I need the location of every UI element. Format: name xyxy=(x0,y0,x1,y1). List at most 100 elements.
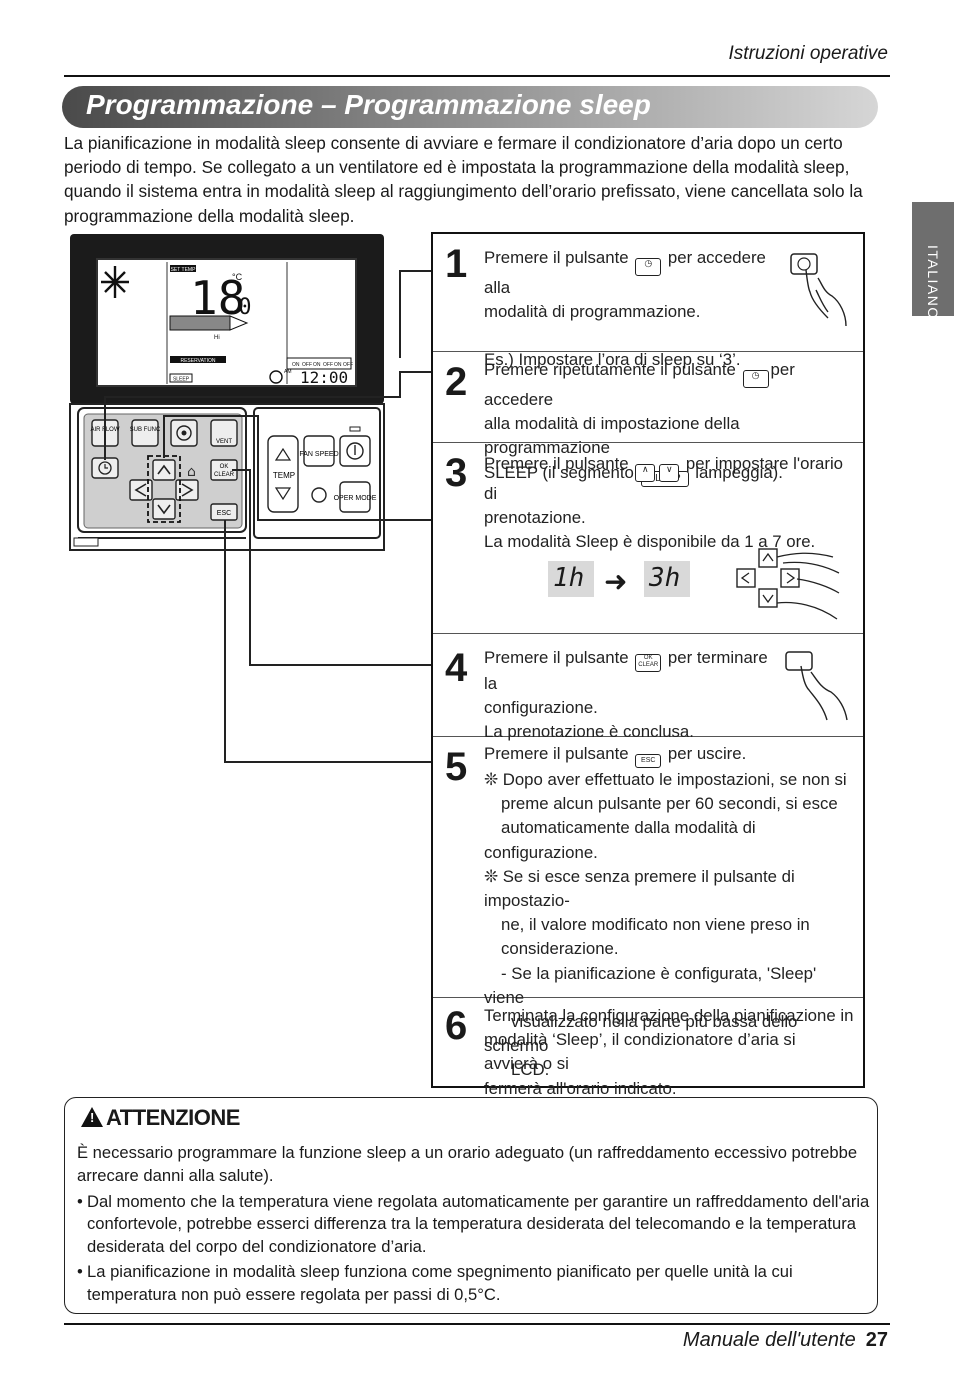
connector-step1 xyxy=(399,270,432,358)
step-line: modalità di programmazione. xyxy=(484,302,701,322)
steps-panel: 1 Premere il pulsante ◷ per accedere all… xyxy=(431,232,865,1098)
cooling-mode-icon xyxy=(101,266,129,298)
step-line: per uscire. xyxy=(667,744,747,763)
step-line: fermerà all'orario indicato. xyxy=(484,1078,677,1098)
step-line: visualizzato nella parte più bassa dello… xyxy=(484,1012,798,1056)
power-icon xyxy=(346,442,364,460)
hand-press-ok-icon xyxy=(785,651,848,721)
temp-up-icon xyxy=(274,447,292,461)
hand-press-icon xyxy=(790,253,847,327)
ok-label: OK xyxy=(220,464,229,470)
step-number: 2 xyxy=(445,360,468,404)
lcd-clock: 12:00 xyxy=(300,368,348,387)
chevron-up-icon xyxy=(157,464,171,475)
clock-button-icon: ◷ xyxy=(635,258,662,276)
up-button xyxy=(152,459,176,481)
connector-step2 xyxy=(104,371,432,460)
step-line: configurazione. xyxy=(484,698,598,718)
lcd-timer-on-1: ON xyxy=(292,362,300,368)
chevron-up-icon: ∧ xyxy=(635,464,656,482)
home-icon: ⌂ xyxy=(187,464,196,480)
step-number: 3 xyxy=(445,451,468,495)
step-line: modalità ‘Sleep’, il condizionatore d’ar… xyxy=(484,1030,796,1074)
step-line: per terminare la xyxy=(484,648,768,693)
caution-title: !ATTENZIONE xyxy=(81,1105,240,1131)
step-1: 1 Premere il pulsante ◷ per accedere all… xyxy=(433,234,863,369)
esc-label: ESC xyxy=(217,510,231,517)
section-title-bar: Programmazione – Programmazione sleep xyxy=(62,86,878,128)
lcd-fan-bar xyxy=(169,315,231,331)
running-header: Istruzioni operative xyxy=(728,43,888,64)
lcd-unit: °C xyxy=(232,272,243,282)
clock-icon xyxy=(98,461,112,475)
lcd-timer-on-3: ON xyxy=(334,362,342,368)
indicator-led xyxy=(311,487,327,503)
sub-func-label: SUB FUNC xyxy=(130,427,161,433)
lcd-timer-off-2: OFF xyxy=(323,362,333,368)
step-line: Premere ripetutamente il pulsante xyxy=(484,360,736,379)
step-line: ne, il valore modificato non viene preso… xyxy=(501,915,810,935)
step-line: La prenotazione è conclusa. xyxy=(484,722,694,742)
step-line: Premere il pulsante xyxy=(484,248,629,267)
oper-mode-label: OPER MODE xyxy=(334,495,377,502)
temp-rocker xyxy=(267,435,299,513)
caution-body: È necessario programmare la funzione sle… xyxy=(77,1142,873,1307)
right-button xyxy=(175,479,199,501)
step-number: 1 xyxy=(445,242,468,286)
lcd-timer-off-1: OFF xyxy=(302,362,312,368)
hand-arrows-icon xyxy=(736,548,840,620)
temp-down-icon xyxy=(274,487,292,501)
lcd-reservation: RESERVATION xyxy=(180,358,215,364)
caution-paragraph: È necessario programmare la funzione sle… xyxy=(77,1143,858,1185)
step-text: Terminata la configurazione della pianif… xyxy=(484,1004,854,1101)
lcd-from: 1h xyxy=(548,561,594,597)
lcd-timer-cluster xyxy=(286,357,352,370)
step-5: 5 Premere il pulsante ESC per uscire. ❊ … xyxy=(433,737,863,1079)
step-2: 2 Premere ripetutamente il pulsante ◷per… xyxy=(433,352,863,487)
step-line: Es.) Impostare l’ora di sleep su ‘3’. xyxy=(484,350,741,370)
caution-bullet: La pianificazione in modalità sleep funz… xyxy=(77,1261,873,1307)
oper-mode-button xyxy=(339,481,371,513)
clear-text: CLEAR xyxy=(638,662,659,668)
clock-button-icon: ◷ xyxy=(742,370,769,388)
caution-box: !ATTENZIONE È necessario programmare la … xyxy=(64,1097,878,1314)
lcd-to: 3h xyxy=(644,561,690,597)
chevron-left-icon xyxy=(134,483,147,497)
lcd-sleep: SLEEP xyxy=(173,377,190,383)
lcd-to-value: 3h xyxy=(649,563,681,593)
step-text: Premere il pulsante ESC per uscire. ❊ Do… xyxy=(484,742,854,1083)
step-line: ❊ Se si esce senza premere il pulsante d… xyxy=(484,866,795,911)
connector-step5 xyxy=(224,520,432,763)
lcd-am: AM xyxy=(284,369,292,375)
left-button xyxy=(129,479,153,501)
sub-func-button xyxy=(131,419,159,447)
connector-step4 xyxy=(232,469,432,666)
step-6: 6 Terminata la configurazione della pian… xyxy=(433,998,863,1098)
step-3: 3 Premere il pulsante ∧∨ per impostare l… xyxy=(433,443,863,634)
step-line: alla modalità di impostazione della prog… xyxy=(484,414,740,458)
language-tab: ITALIANO xyxy=(912,202,954,320)
step-line: La modalità Sleep è disponibile da 1 a 7… xyxy=(484,532,816,552)
step-line: considerazione. xyxy=(501,939,619,959)
lcd-clock-icon xyxy=(269,370,283,384)
step-line: Premere il pulsante xyxy=(484,648,629,667)
lcd-set-temp: SET TEMP xyxy=(171,267,196,273)
esc-button-icon: ESC xyxy=(635,754,662,768)
chevron-down-icon: ∨ xyxy=(659,464,680,482)
step-number: 6 xyxy=(445,1004,468,1048)
arrow-right-icon: ➜ xyxy=(604,566,628,597)
step-line: ❊ Dopo aver effettuato le impostazioni, … xyxy=(484,770,847,789)
chevron-right-icon xyxy=(181,483,194,497)
lcd-hi: Hi xyxy=(214,335,220,341)
lcd-timer-off-3: OFF xyxy=(343,362,353,368)
section-title: Programmazione – Programmazione sleep xyxy=(86,89,651,120)
caution-title-text: ATTENZIONE xyxy=(106,1105,240,1130)
intro-paragraph: La pianificazione in modalità sleep cons… xyxy=(64,133,863,226)
lcd-timer-on-2: ON xyxy=(313,362,321,368)
step-line: preme alcun pulsante per 60 secondi, si … xyxy=(501,794,838,814)
step-number: 4 xyxy=(445,646,468,690)
step-line: per impostare l'orario di xyxy=(484,454,844,503)
page-number: 27 xyxy=(865,1329,888,1351)
